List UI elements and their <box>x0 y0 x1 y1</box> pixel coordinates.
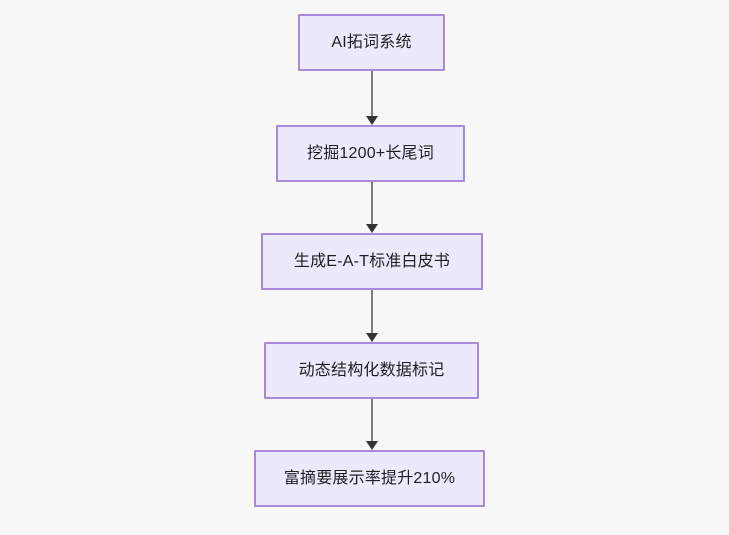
flowchart-node-n1[interactable]: AI拓词系统 <box>298 14 445 71</box>
node-label: 动态结构化数据标记 <box>298 361 445 379</box>
edge-n3-to-n4 <box>366 290 378 342</box>
node-label: 富摘要展示率提升210% <box>283 469 456 487</box>
edge-line <box>371 71 373 116</box>
node-label: 挖掘1200+长尾词 <box>307 144 434 162</box>
node-label: AI拓词系统 <box>331 33 412 51</box>
arrowhead-icon <box>366 224 378 233</box>
edge-line <box>371 182 373 224</box>
arrowhead-icon <box>366 333 378 342</box>
arrowhead-icon <box>366 441 378 450</box>
arrowhead-icon <box>366 116 378 125</box>
edge-n2-to-n3 <box>366 182 378 233</box>
edge-n4-to-n5 <box>366 399 378 450</box>
edge-n1-to-n2 <box>366 71 378 125</box>
node-label: 生成E-A-T标准白皮书 <box>293 252 451 270</box>
edge-line <box>371 290 373 333</box>
flowchart-node-n2[interactable]: 挖掘1200+长尾词 <box>276 125 465 182</box>
flowchart-node-n5[interactable]: 富摘要展示率提升210% <box>254 450 485 507</box>
edge-line <box>371 399 373 441</box>
flowchart-node-n4[interactable]: 动态结构化数据标记 <box>264 342 479 399</box>
flowchart-node-n3[interactable]: 生成E-A-T标准白皮书 <box>261 233 483 290</box>
